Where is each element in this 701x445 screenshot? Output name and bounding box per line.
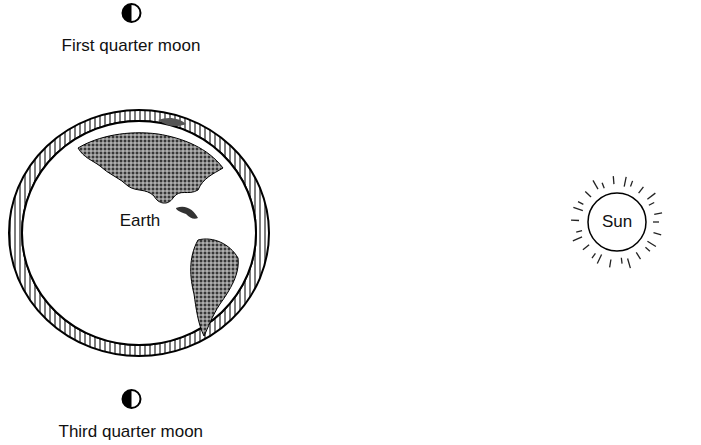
- sun-ray: [578, 202, 583, 205]
- sun-node: Sun: [587, 192, 647, 252]
- sun-ray: [576, 231, 582, 232]
- sun-ray: [628, 258, 631, 268]
- sun-ray: [621, 258, 623, 264]
- sun-ray: [654, 233, 662, 235]
- moon-symbol: [122, 390, 140, 408]
- sun-ray: [593, 180, 598, 189]
- moon-dark-half: [122, 4, 131, 22]
- moon-symbol: [122, 4, 140, 22]
- south-america: [191, 239, 239, 336]
- moon-outline: [122, 390, 140, 408]
- sun-ray: [585, 192, 591, 198]
- moon-label: First quarter moon: [62, 36, 201, 56]
- sun-ray: [647, 241, 655, 246]
- sun-label: Sun: [602, 212, 632, 232]
- sun-ray: [630, 181, 632, 187]
- sun-ray: [624, 177, 626, 187]
- moon-node: Third quarter moon: [57, 388, 206, 444]
- greenland: [158, 118, 186, 126]
- sun-ray: [573, 207, 582, 210]
- sun-ray: [597, 255, 601, 264]
- earth-outline: [22, 121, 256, 345]
- sun-ray: [610, 260, 611, 268]
- atmosphere-ring: [9, 110, 269, 356]
- moon-dark-half: [122, 390, 131, 408]
- moon-outline: [122, 4, 140, 22]
- earth-drawing: [8, 108, 270, 358]
- sun-outline: [588, 193, 646, 251]
- sun-ray: [583, 245, 589, 250]
- sun-ray: [573, 237, 582, 241]
- sun-ray: [647, 193, 655, 199]
- earth-label: Earth: [118, 211, 163, 231]
- moon-node: First quarter moon: [60, 2, 203, 58]
- sun-ray: [654, 213, 662, 215]
- sun-ray: [636, 252, 640, 259]
- sun-ray: [639, 187, 644, 193]
- north-america: [78, 133, 223, 203]
- sun-ray: [602, 183, 604, 189]
- earth-globe: Earth: [8, 108, 270, 358]
- moon-label: Third quarter moon: [59, 422, 204, 442]
- sun-ray: [571, 220, 579, 222]
- sun-ray: [592, 253, 595, 258]
- central-america: [176, 207, 198, 219]
- sun-ray: [649, 202, 654, 205]
- sun-ray: [653, 221, 659, 222]
- sun-ray: [645, 247, 649, 251]
- sun-ray: [613, 176, 615, 184]
